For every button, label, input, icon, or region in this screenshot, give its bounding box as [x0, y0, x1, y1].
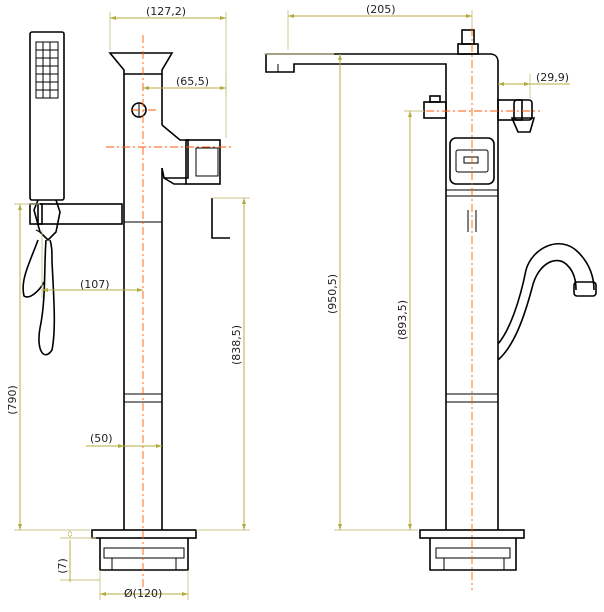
- front-centerlines: [410, 28, 540, 590]
- side-dimensions: (127,2) (65,5) (107) (50) (790): [6, 5, 250, 600]
- hose: [497, 242, 597, 361]
- dim-893-5: (893,5): [396, 300, 409, 340]
- dim-50: (50): [90, 432, 113, 445]
- dim-950-5: (950,5): [326, 274, 339, 314]
- side-handles: [423, 95, 536, 133]
- spout: [265, 53, 499, 73]
- front-view: (205) (29,9) (950,5) (893,5): [264, 3, 597, 590]
- dim-65-5: (65,5): [176, 75, 209, 88]
- dim-29-9: (29,9): [536, 71, 569, 84]
- side-view: (127,2) (65,5) (107) (50) (790): [6, 5, 250, 600]
- dim-127-2: (127,2): [146, 5, 186, 18]
- top-knob: [457, 29, 479, 55]
- hand-shower: [22, 31, 65, 356]
- holder-arm: [29, 203, 123, 225]
- dim-790: (790): [6, 385, 19, 415]
- dim-838-5: (838,5): [230, 325, 243, 365]
- dim-dia-120: Ø(120): [124, 587, 162, 600]
- main-column: [91, 52, 230, 571]
- side-centerlines: [106, 35, 232, 590]
- front-dimensions: (205) (29,9) (950,5) (893,5): [264, 3, 570, 531]
- dim-7: (7): [56, 558, 69, 574]
- dim-205: (205): [366, 3, 396, 16]
- front-body: [445, 70, 499, 530]
- dim-107: (107): [80, 278, 110, 291]
